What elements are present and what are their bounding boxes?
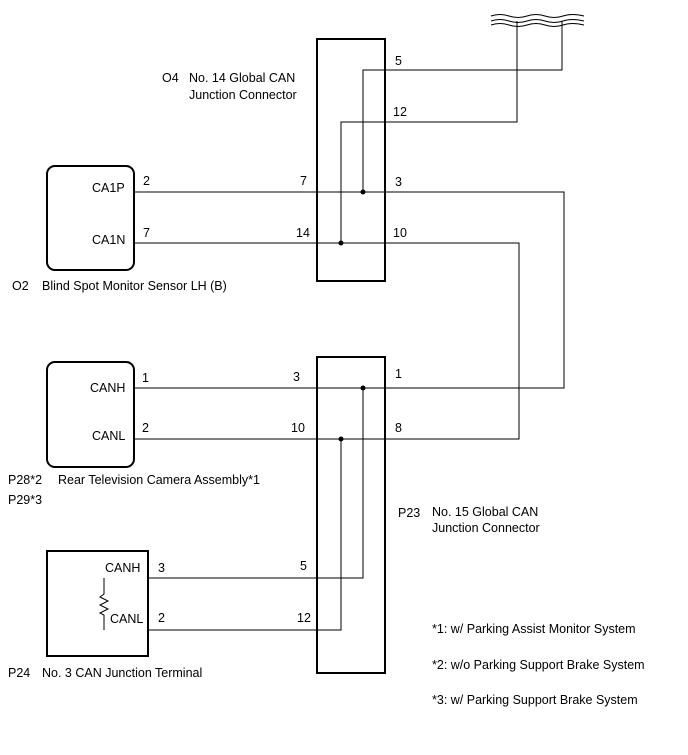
connector-o4-code: O4 <box>162 71 179 85</box>
component-p24-code: P24 <box>8 666 30 680</box>
pin-number: 3 <box>158 561 165 575</box>
pin-number: 10 <box>291 421 305 435</box>
wire-o4-10-to-p23-8 <box>385 242 520 440</box>
wire-break-symbol <box>490 23 585 27</box>
pin-number: 8 <box>395 421 402 435</box>
connector-p23-code: P23 <box>398 506 420 520</box>
pin-label: CA1N <box>92 233 125 247</box>
pin-number: 3 <box>293 370 300 384</box>
pin-label: CANH <box>90 381 125 395</box>
pin-number: 5 <box>395 54 402 68</box>
splice-dot <box>360 189 366 195</box>
pin-number: 2 <box>142 421 149 435</box>
connector-o4-name-line2: Junction Connector <box>189 88 297 102</box>
connector-o4-name-line1: No. 14 Global CAN <box>189 71 295 85</box>
wire-p23-canh-bus <box>148 388 364 579</box>
footnote: *3: w/ Parking Support Brake System <box>432 693 638 707</box>
pin-number: 2 <box>158 611 165 625</box>
splice-dot <box>338 240 344 246</box>
component-p28-name: Rear Television Camera Assembly*1 <box>58 473 260 487</box>
component-p28-code: P28*2 <box>8 473 42 487</box>
pin-label: CANL <box>110 612 143 626</box>
wire-break-symbol <box>490 19 585 23</box>
connector-p23-block <box>316 356 386 674</box>
connector-o4-block <box>316 38 386 282</box>
pin-label: CANH <box>105 561 140 575</box>
can-junction-terminal-box <box>46 550 149 657</box>
component-o2-name: Blind Spot Monitor Sensor LH (B) <box>42 279 227 293</box>
pin-number: 10 <box>393 226 407 240</box>
component-p24-name: No. 3 CAN Junction Terminal <box>42 666 202 680</box>
splice-dot <box>338 436 344 442</box>
footnote: *1: w/ Parking Assist Monitor System <box>432 622 636 636</box>
wire-break-symbol <box>490 14 585 18</box>
pin-number: 2 <box>143 174 150 188</box>
wire-o4-pin5-bus <box>362 21 563 192</box>
pin-number: 1 <box>142 371 149 385</box>
pin-number: 12 <box>393 105 407 119</box>
pin-number: 7 <box>143 226 150 240</box>
wire-p23-canl-bus <box>148 439 342 631</box>
pin-label: CA1P <box>92 181 125 195</box>
pin-number: 7 <box>300 174 307 188</box>
footnote: *2: w/o Parking Support Brake System <box>432 658 645 672</box>
pin-number: 12 <box>297 611 311 625</box>
pin-number: 1 <box>395 367 402 381</box>
blind-spot-sensor-box <box>46 165 135 271</box>
resistor-icon <box>98 578 110 630</box>
component-o2-code: O2 <box>12 279 29 293</box>
pin-number: 5 <box>300 559 307 573</box>
wire-o4-pin12-bus <box>340 21 518 243</box>
pin-number: 3 <box>395 175 402 189</box>
splice-dot <box>360 385 366 391</box>
component-p29-code: P29*3 <box>8 493 42 507</box>
wire-o4-3-to-p23-1 <box>385 191 565 389</box>
connector-p23-name-line1: No. 15 Global CAN <box>432 505 538 519</box>
pin-number: 14 <box>296 226 310 240</box>
pin-label: CANL <box>92 429 125 443</box>
connector-p23-name-line2: Junction Connector <box>432 521 540 535</box>
rear-camera-box <box>46 361 135 468</box>
